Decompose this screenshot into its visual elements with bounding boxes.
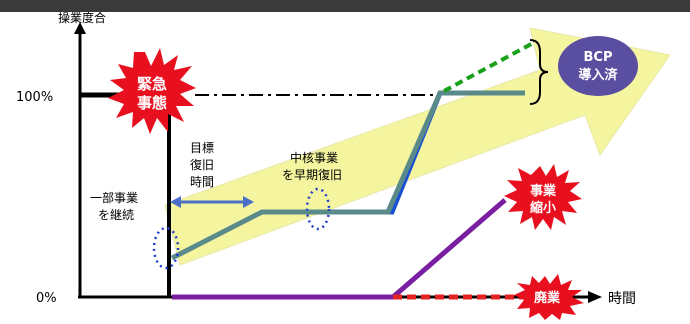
core-early-line2: を早期復旧 <box>282 167 342 182</box>
emergency-burst-shape <box>108 48 196 134</box>
shrink-burst-line1: 事業 <box>530 183 557 199</box>
core-early-label: 中核事業 を早期復旧 <box>282 150 342 182</box>
bcp-badge: BCP 導入済 <box>558 36 638 96</box>
target-time-arrow-left <box>170 196 181 208</box>
bcp-recovery-line <box>170 90 525 261</box>
bcp-badge-shape <box>558 36 638 96</box>
target-time-line1: 目標 <box>190 141 214 155</box>
bcp-badge-line1: BCP <box>584 50 613 65</box>
emergency-burst: 緊急 事態 <box>108 48 196 134</box>
bcp-extension-dashed <box>443 40 536 93</box>
closure-burst-label: 廃業 <box>533 290 561 306</box>
y-axis-arrowhead <box>74 22 86 34</box>
core-early-line1: 中核事業 <box>290 150 338 165</box>
bcp-badge-line2: 導入済 <box>578 67 618 83</box>
closure-burst-shape <box>514 274 584 320</box>
y-tick-100: 100% <box>16 90 53 105</box>
target-time-label: 目標 復旧 時間 <box>190 141 214 189</box>
emergency-burst-line1: 緊急 <box>137 75 167 93</box>
closure-burst: 廃業 <box>514 274 584 320</box>
x-axis-label: 時間 <box>608 291 636 307</box>
emergency-burst-line2: 事態 <box>137 94 167 112</box>
target-time-arrow-right <box>243 196 254 208</box>
target-time-line3: 時間 <box>190 175 214 189</box>
target-time-line2: 復旧 <box>190 157 214 172</box>
title-bar <box>0 0 690 12</box>
partial-continue-marker <box>152 226 180 270</box>
partial-continue-line1: 一部事業 <box>90 190 138 205</box>
partial-continue-label: 一部事業 を継続 <box>90 190 138 222</box>
y-axis-label: 操業度合 <box>58 10 106 25</box>
x-axis-arrowhead <box>588 291 602 303</box>
y-tick-0: 0% <box>36 291 57 306</box>
shrink-burst-shape <box>504 164 582 230</box>
partial-continue-line2: を継続 <box>98 207 134 222</box>
bcp-brace <box>529 39 549 105</box>
shrink-burst-line2: 縮小 <box>530 200 556 216</box>
shrink-burst: 事業 縮小 <box>504 164 582 230</box>
core-early-marker <box>305 187 331 231</box>
